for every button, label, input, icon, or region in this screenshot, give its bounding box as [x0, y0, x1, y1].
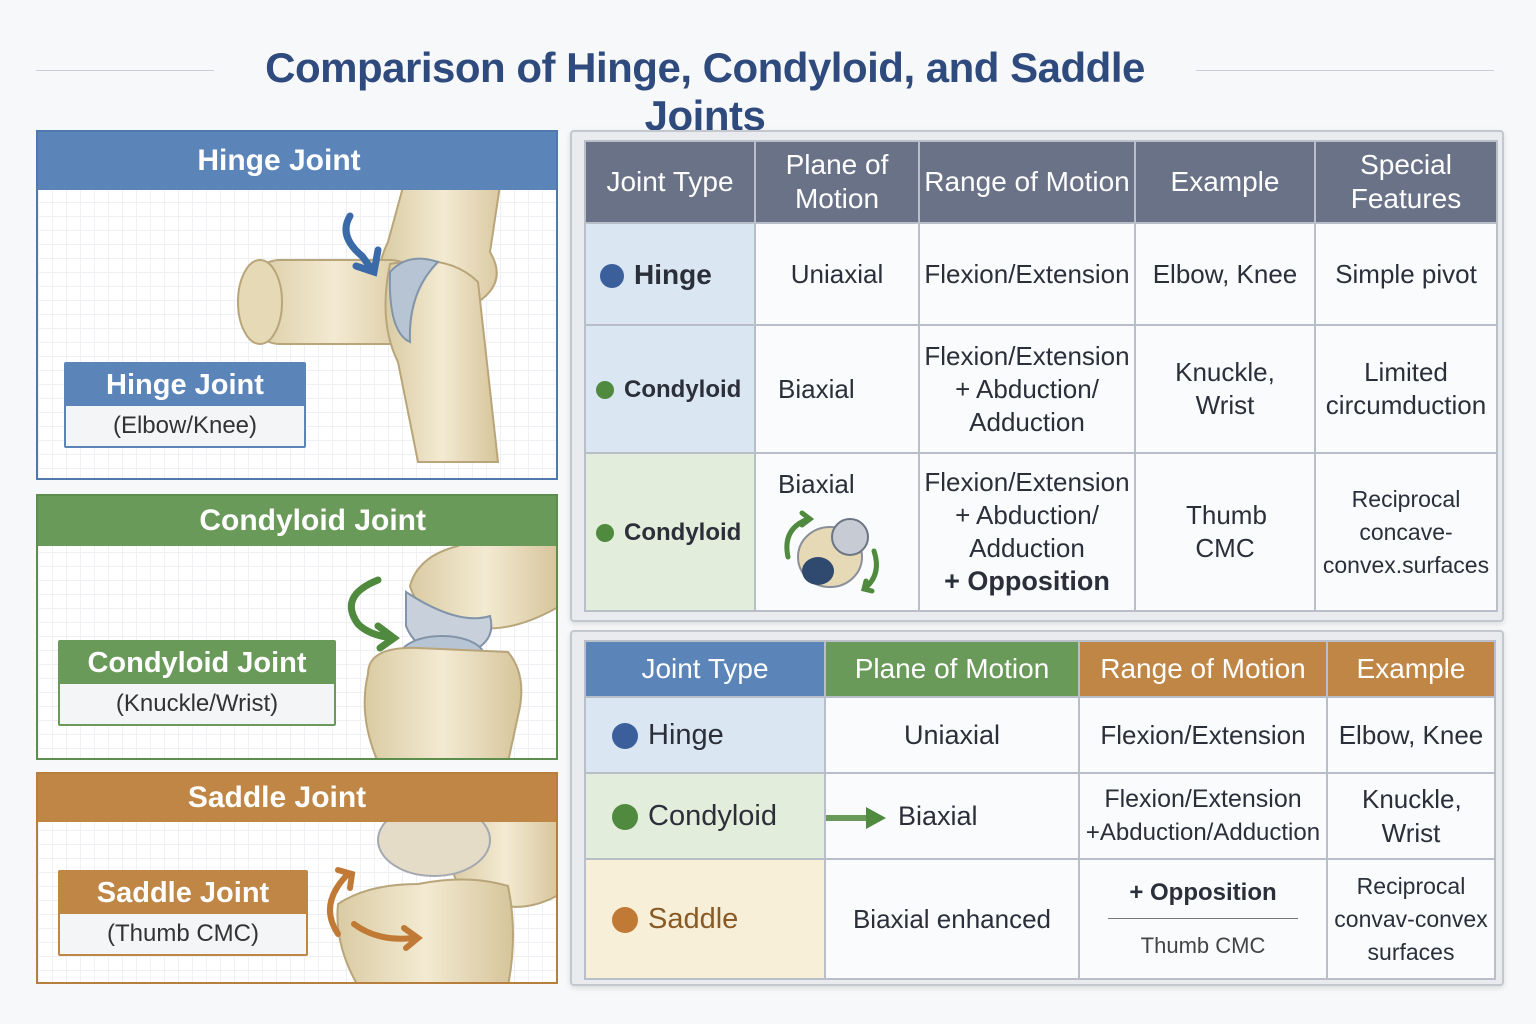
saddle-label-title: Saddle Joint — [60, 872, 306, 914]
row-joint-type: Hinge — [584, 222, 756, 326]
range-cell: Flexion/Extension — [918, 222, 1136, 326]
header-range-of-motion: Range of Motion — [918, 140, 1136, 224]
header-plane-of-motion: Plane of Motion — [754, 140, 920, 224]
comparison-table-2: Joint Type Plane of Motion Range of Moti… — [584, 640, 1496, 980]
header-joint-type: Joint Type — [584, 140, 756, 224]
condyloid-bone-illustration-icon — [347, 496, 556, 758]
saddle-joint-rotation-icon — [784, 510, 879, 594]
range-cell: + Opposition Thumb CMC — [1078, 858, 1328, 980]
comparison-table-1-frame: Joint Type Plane of Motion Range of Moti… — [570, 130, 1504, 622]
saddle-label-box: Saddle Joint (Thumb CMC) — [58, 870, 308, 956]
table-row: Condyloid Biaxial Flexion/Extension +Abd… — [584, 772, 1496, 860]
row-joint-type: Saddle — [584, 858, 826, 980]
header-example: Example — [1326, 640, 1496, 698]
range-line: Flexion/Extension — [924, 340, 1130, 371]
example-cell: Thumb CMC — [1134, 452, 1316, 612]
joint-type-label: Condyloid — [624, 375, 742, 403]
condyloid-label-title: Condyloid Joint — [60, 642, 334, 684]
range-line: + Opposition — [944, 566, 1110, 596]
plane-cell: Biaxial — [754, 324, 920, 454]
range-line: Flexion/Extension — [1104, 785, 1302, 813]
blue-dot-icon — [612, 723, 638, 750]
blue-dot-icon — [600, 264, 624, 289]
condyloid-panel-header: Condyloid Joint — [38, 496, 556, 546]
range-line: Thumb CMC — [1140, 932, 1266, 958]
joint-type-label: Hinge — [634, 258, 712, 290]
range-line: +Abduction/Adduction — [1085, 819, 1321, 846]
range-line: + Abduction/ — [955, 373, 1099, 404]
features-cell: Simple pivot — [1314, 222, 1498, 326]
hinge-label-box: Hinge Joint (Elbow/Knee) — [64, 362, 306, 448]
example-cell: Elbow, Knee — [1326, 696, 1496, 774]
condyloid-joint-panel: Condyloid Joint Condyloid Joint (Knuckle… — [36, 494, 558, 760]
joint-type-label: Saddle — [648, 903, 739, 935]
table-header-row: Joint Type Plane of Motion Range of Moti… — [584, 140, 1498, 224]
comparison-table-1: Joint Type Plane of Motion Range of Moti… — [584, 140, 1498, 612]
hinge-panel-header: Hinge Joint — [38, 132, 556, 190]
comparison-table-2-frame: Joint Type Plane of Motion Range of Moti… — [570, 630, 1504, 986]
features-cell: Reciprocal concave-convex.surfaces — [1314, 452, 1498, 612]
title-divider-left — [36, 70, 214, 71]
header-plane-of-motion: Plane of Motion — [824, 640, 1080, 698]
range-line: Adduction — [969, 533, 1085, 563]
range-line: Flexion/Extension — [924, 467, 1130, 497]
header-example: Example — [1134, 140, 1316, 224]
green-dot-icon — [596, 381, 614, 400]
row-joint-type: Condyloid — [584, 772, 826, 860]
example-cell: Knuckle, Wrist — [1134, 324, 1316, 454]
plane-label: Biaxial — [778, 469, 855, 499]
green-dot-icon — [596, 524, 614, 543]
saddle-joint-panel: Saddle Joint Saddle Joint (Thumb CMC) — [36, 772, 558, 984]
header-joint-type: Joint Type — [584, 640, 826, 698]
range-line: + Abduction/ — [955, 500, 1099, 530]
header-special-features: Special Features — [1314, 140, 1498, 224]
hinge-label-title: Hinge Joint — [66, 364, 304, 406]
condyloid-label-box: Condyloid Joint (Knuckle/Wrist) — [58, 640, 336, 726]
saddle-label-subtitle: (Thumb CMC) — [106, 920, 259, 947]
example-cell: Reciprocal convav-convex surfaces — [1326, 858, 1496, 980]
joint-type-label: Condyloid — [648, 800, 777, 832]
range-divider — [1108, 917, 1298, 919]
range-line: Adduction — [969, 406, 1085, 437]
row-joint-type: Hinge — [584, 696, 826, 774]
green-dot-icon — [612, 804, 638, 831]
arrow-right-icon — [826, 806, 886, 829]
range-cell: Flexion/Extension + Abduction/ Adduction… — [918, 452, 1136, 612]
header-range-of-motion: Range of Motion — [1078, 640, 1328, 698]
plane-cell: Uniaxial — [754, 222, 920, 326]
title-divider-right — [1196, 70, 1494, 71]
joint-type-label: Hinge — [648, 719, 724, 751]
page-title: Comparison of Hinge, Condyloid, and Sadd… — [265, 44, 1145, 139]
plane-cell: Biaxial — [754, 452, 920, 612]
row-joint-type: Condyloid — [584, 324, 756, 454]
plane-cell: Biaxial enhanced — [824, 858, 1080, 980]
range-cell: Flexion/Extension — [1078, 696, 1328, 774]
joint-type-label: Condyloid — [624, 518, 742, 546]
range-cell: Flexion/Extension +Abduction/Adduction — [1078, 772, 1328, 860]
table-row: Condyloid Biaxial Flexion/Extension + Ab… — [584, 452, 1498, 612]
plane-cell: Uniaxial — [824, 696, 1080, 774]
range-cell: Flexion/Extension + Abduction/ Adduction — [918, 324, 1136, 454]
table-row: Hinge Uniaxial Flexion/Extension Elbow, … — [584, 696, 1496, 774]
hinge-label-subtitle: (Elbow/Knee) — [112, 412, 258, 439]
orange-dot-icon — [612, 907, 638, 934]
table-header-row: Joint Type Plane of Motion Range of Moti… — [584, 640, 1496, 698]
table-row: Hinge Uniaxial Flexion/Extension Elbow, … — [584, 222, 1498, 326]
example-cell: Knuckle, Wrist — [1326, 772, 1496, 860]
title-bar: Comparison of Hinge, Condyloid, and Sadd… — [0, 36, 1536, 139]
table-row: Condyloid Biaxial Flexion/Extension + Ab… — [584, 324, 1498, 454]
example-cell: Elbow, Knee — [1134, 222, 1316, 326]
saddle-panel-header: Saddle Joint — [38, 774, 556, 822]
range-line: + Opposition — [1129, 878, 1277, 906]
plane-cell: Biaxial — [824, 772, 1080, 860]
row-joint-type: Condyloid — [584, 452, 756, 612]
table-row: Saddle Biaxial enhanced + Opposition Thu… — [584, 858, 1496, 980]
hinge-joint-panel: Hinge Joint Hinge Joint (Elbow/Knee) — [36, 130, 558, 480]
condyloid-label-subtitle: (Knuckle/Wrist) — [115, 690, 279, 717]
plane-label: Biaxial — [898, 801, 978, 831]
features-cell: Limited circumduction — [1314, 324, 1498, 454]
